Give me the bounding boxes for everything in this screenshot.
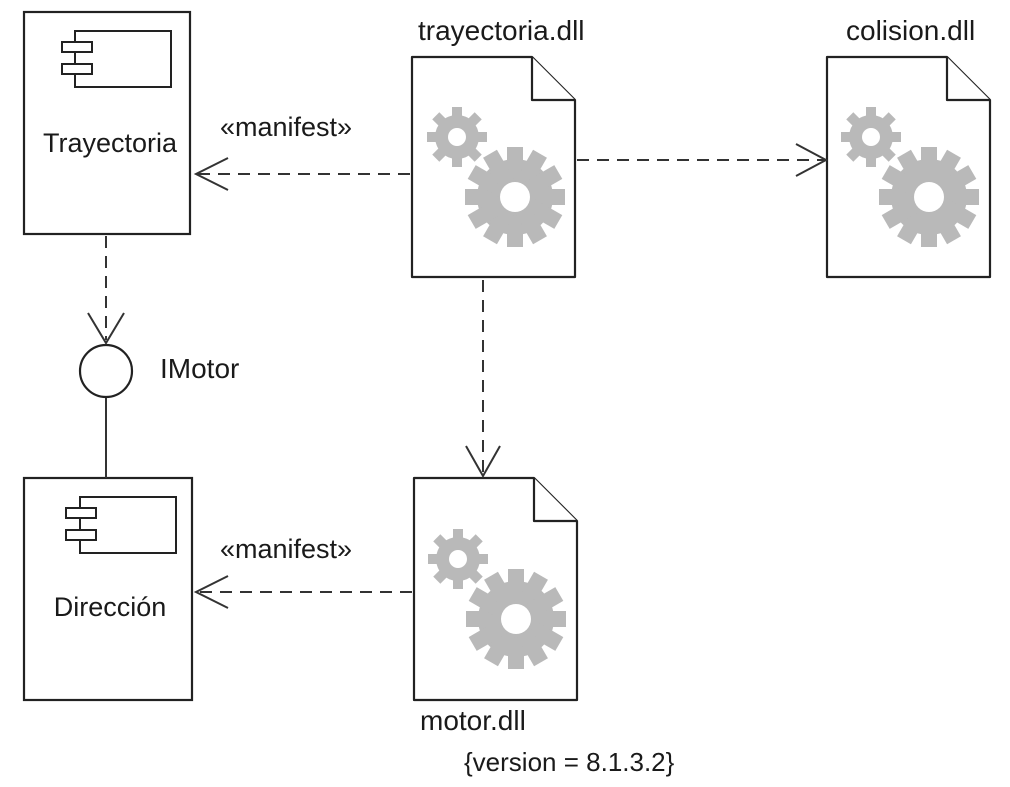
component-name-trayectoria: Trayectoria [43,128,178,158]
artifact-trayectoria-dll[interactable] [410,55,577,279]
dependency-trayectoria-colision [577,143,829,177]
artifact-name-motor-dll: motor.dll [420,705,526,736]
artifact-colision-dll[interactable] [825,55,992,279]
manifest-arrow-direccion [193,575,412,609]
component-icon [61,30,172,88]
artifact-name-colision-dll: colision.dll [846,15,975,46]
interface-imotor[interactable] [78,343,134,478]
dependency-trayectoria-motor [465,280,501,479]
component-name-direccion: Dirección [54,592,167,622]
component-trayectoria[interactable]: Trayectoria [22,10,192,236]
component-icon [65,496,177,554]
manifest-label-direccion: «manifest» [220,534,352,564]
manifest-label-trayectoria: «manifest» [220,112,352,142]
dependency-trayectoria-imotor [87,236,125,345]
artifact-motor-dll[interactable] [412,476,579,702]
version-constraint: {version = 8.1.3.2} [464,747,675,777]
component-direccion[interactable]: Dirección [22,476,194,702]
manifest-arrow-trayectoria [193,157,410,191]
artifact-name-trayectoria-dll: trayectoria.dll [418,15,585,46]
interface-name: IMotor [160,353,239,384]
